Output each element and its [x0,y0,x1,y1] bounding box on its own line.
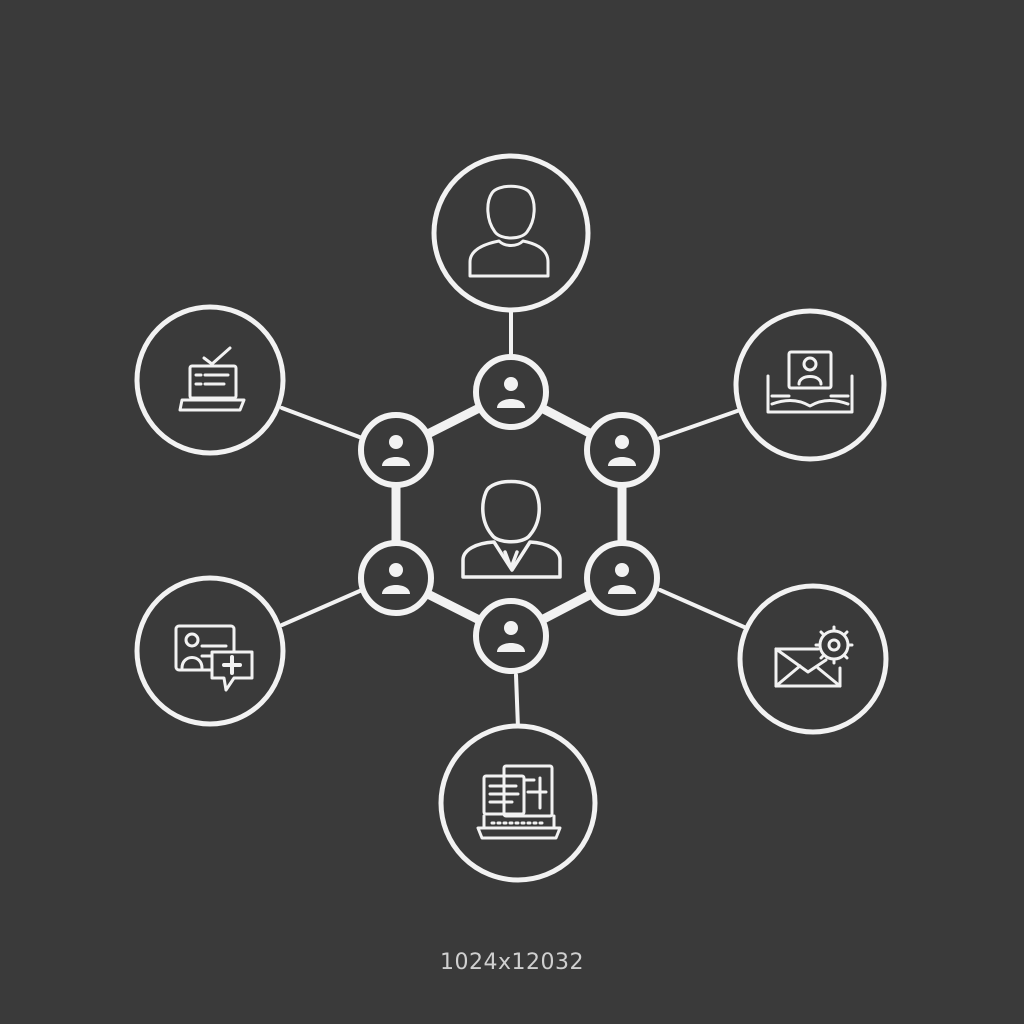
laptop-checklist-icon [178,346,246,412]
user-icon [497,377,525,408]
user-icon [382,563,410,594]
hub-user-icon [461,479,562,579]
user-icon [608,435,636,466]
ring-node-lower-right[interactable] [584,540,660,616]
connector-bottom [514,673,520,730]
outer-node-task-check[interactable] [134,304,286,456]
ring-node-lower-left[interactable] [358,540,434,616]
ring-node-upper-left[interactable] [358,412,434,488]
ring-node-bottom[interactable] [473,598,549,674]
connector-upper-left [280,406,364,440]
outer-node-terminal[interactable] [438,723,598,883]
outer-node-email-settings[interactable] [737,583,889,735]
connector-upper-right [658,408,742,440]
ring-node-top[interactable] [473,354,549,430]
outer-node-profile[interactable] [431,153,591,313]
connector-lines [280,310,746,730]
outer-node-learning[interactable] [733,308,887,462]
envelope-gear-icon [774,625,854,688]
user-icon [497,621,525,652]
outer-node-add-message[interactable] [134,575,286,727]
ring-node-upper-right[interactable] [584,412,660,488]
user-icon [468,184,550,278]
connector-lower-right [658,588,746,629]
laptop-document-icon [476,764,562,840]
user-icon [608,563,636,594]
user-icon [382,435,410,466]
image-caption: 1024x12032 [440,950,584,975]
connector-lower-left [280,588,364,627]
chat-add-icon [174,624,254,692]
open-book-profile-icon [766,350,854,414]
